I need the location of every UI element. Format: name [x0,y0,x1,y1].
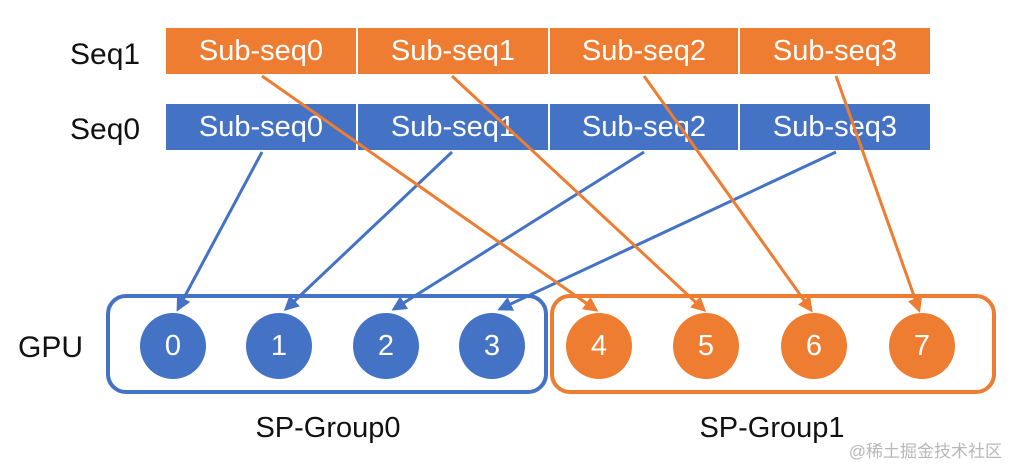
arrow-seq0-subseq3-to-gpu3 [497,150,837,311]
gpu-4: 4 [566,313,632,379]
arrow-seq0-subseq1-to-gpu1 [283,150,454,312]
gpu-7: 7 [889,313,955,379]
arrow-seq0-subseq2-to-gpu2 [391,150,645,311]
seq1-subseq2: Sub-seq2 [550,28,738,74]
gpu-6: 6 [781,313,847,379]
seq1-subseq1: Sub-seq1 [358,28,548,74]
seq1-label: Seq1 [70,38,141,71]
gpu-label: GPU [18,331,84,364]
seq0-subseq3: Sub-seq3 [740,104,930,150]
arrow-seq0-subseq0-to-gpu0 [176,151,264,312]
seq1-subseq3: Sub-seq3 [740,28,930,74]
gpu-5: 5 [673,313,739,379]
seq0-label: Seq0 [70,113,141,146]
gpu-1: 1 [246,313,312,379]
sp-group1-label: SP-Group1 [699,412,845,444]
gpu-2: 2 [353,313,419,379]
seq1-subseq0: Sub-seq0 [166,28,356,74]
seq0-subseq0: Sub-seq0 [166,104,356,150]
sp-group0-label: SP-Group0 [255,412,401,444]
watermark: @稀土掘金技术社区 [848,442,1002,461]
seq0-subseq2: Sub-seq2 [550,104,738,150]
gpu-3: 3 [459,313,525,379]
gpu-0: 0 [140,313,206,379]
seq0-subseq1: Sub-seq1 [358,104,548,150]
